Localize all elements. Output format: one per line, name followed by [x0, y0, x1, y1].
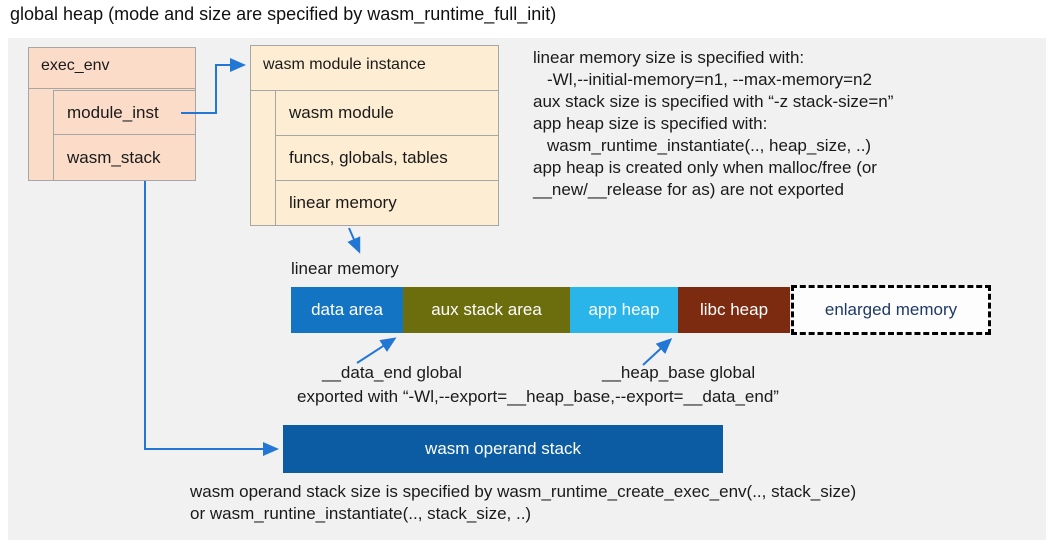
- note-line: -Wl,--initial-memory=n1, --max-memory=n2: [547, 70, 872, 89]
- wasm-stack-box: wasm_stack: [53, 134, 196, 181]
- funcs-globals-tables-box: funcs, globals, tables: [275, 135, 499, 181]
- wasm-module-instance-label: wasm module instance: [263, 56, 426, 73]
- note-line: wasm_runtime_instantiate(.., heap_size, …: [547, 136, 872, 155]
- module-inst-box: module_inst: [53, 90, 196, 135]
- segment-aux-stack-area: aux stack area: [403, 287, 570, 333]
- note-line: or wasm_runtine_instantiate(.., stack_si…: [190, 504, 532, 523]
- segment-libc-heap-label: libc heap: [699, 300, 769, 319]
- exec-env-label: exec_env: [41, 57, 110, 74]
- module-inst-label: module_inst: [67, 102, 159, 122]
- funcs-globals-tables-label: funcs, globals, tables: [289, 148, 448, 167]
- wasm-module-label: wasm module: [289, 103, 394, 122]
- segment-app-heap-label: app heap: [588, 300, 660, 319]
- segment-aux-stack-area-label: aux stack area: [431, 300, 542, 319]
- wasm-operand-stack-label: wasm operand stack: [425, 439, 581, 458]
- wasm-operand-stack-bar: wasm operand stack: [283, 425, 723, 473]
- note-line: aux stack size is specified with “-z sta…: [533, 92, 894, 111]
- segment-app-heap: app heap: [570, 287, 678, 333]
- operand-stack-notes: wasm operand stack size is specified by …: [190, 481, 1050, 525]
- segment-data-area: data area: [291, 287, 403, 333]
- note-line: linear memory size is specified with:: [533, 48, 805, 67]
- linear-memory-row-label: linear memory: [289, 193, 397, 212]
- note-line: wasm operand stack size is specified by …: [190, 482, 857, 501]
- exec-env-divider: [28, 88, 196, 89]
- linear-memory-label: linear memory: [291, 259, 399, 278]
- note-line: app heap is created only when malloc/fre…: [533, 158, 877, 177]
- linear-memory-row-box: linear memory: [275, 180, 499, 226]
- note-line: __new/__release for as) are not exported: [533, 180, 844, 199]
- wasm-module-box: wasm module: [275, 90, 499, 136]
- segment-libc-heap: libc heap: [678, 287, 790, 333]
- data-end-global-label: __data_end global: [322, 363, 462, 382]
- segment-enlarged-memory-label: enlarged memory: [824, 300, 958, 319]
- memory-size-notes: linear memory size is specified with: -W…: [533, 47, 1048, 201]
- segment-data-area-label: data area: [311, 300, 383, 319]
- segment-enlarged-memory: enlarged memory: [791, 285, 991, 335]
- note-line: app heap size is specified with:: [533, 114, 768, 133]
- wasm-stack-label: wasm_stack: [67, 147, 161, 167]
- exported-flags-label: exported with “-Wl,--export=__heap_base,…: [297, 387, 779, 406]
- diagram-title: global heap (mode and size are specified…: [10, 4, 557, 24]
- heap-base-global-label: __heap_base global: [602, 363, 756, 382]
